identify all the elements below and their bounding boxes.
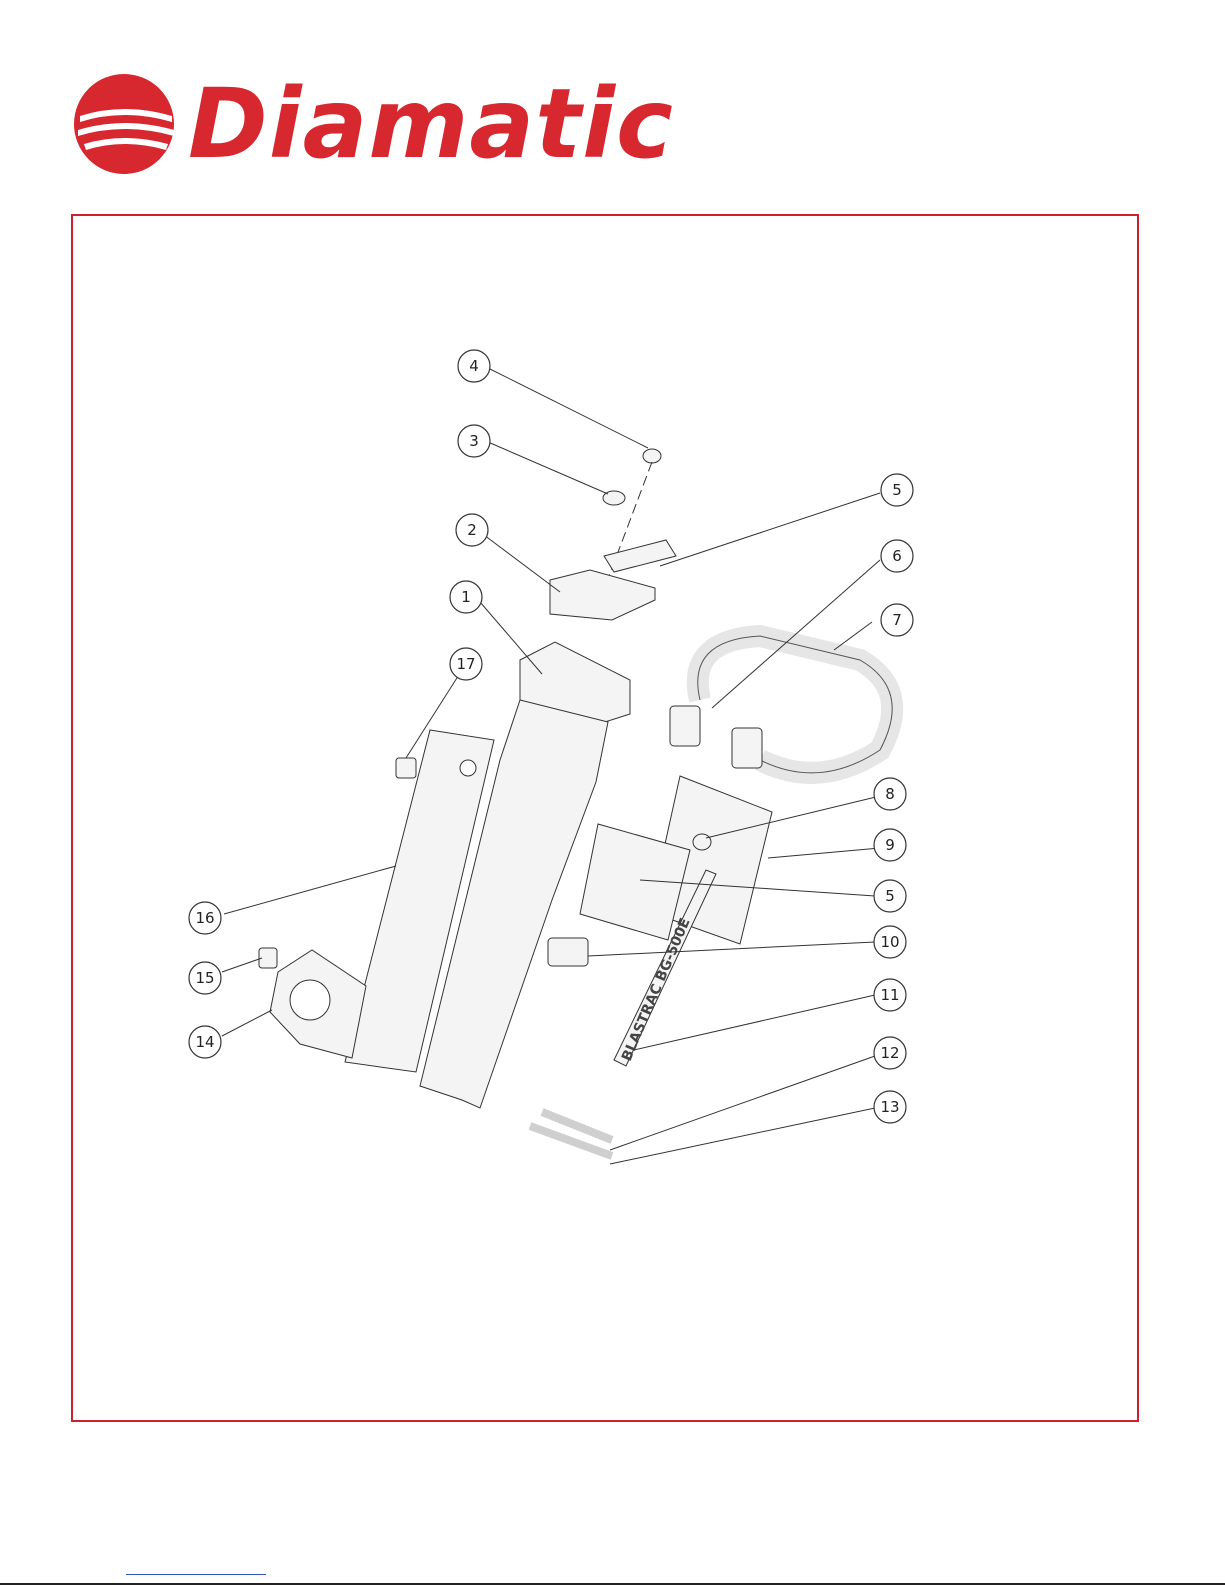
callout-label: 6 <box>892 547 902 565</box>
callout-label: 5 <box>892 481 902 499</box>
callout-label: 9 <box>885 836 895 854</box>
callout-label: 8 <box>885 785 895 803</box>
part-bracket-6a <box>670 706 700 746</box>
callout-label: 12 <box>880 1044 899 1062</box>
callout-label: 10 <box>880 933 899 951</box>
part-switch-5-top <box>604 540 676 572</box>
part-bracket-6b <box>732 728 762 768</box>
callout-label: 17 <box>456 655 475 673</box>
callout-label: 14 <box>195 1033 214 1051</box>
part-label-lettering: BLASTRAC BG-500E <box>619 916 694 1064</box>
callout-label: 7 <box>892 611 902 629</box>
part-knob-17 <box>396 758 416 778</box>
part-knob-4 <box>643 449 661 463</box>
callout-label: 2 <box>467 521 477 539</box>
callout-label: 11 <box>880 986 899 1004</box>
part-knob-8 <box>693 834 711 850</box>
callout-label: 15 <box>195 969 214 987</box>
callout-label: 5 <box>885 887 895 905</box>
callout-label: 16 <box>195 909 214 927</box>
footer-link-underline[interactable] <box>126 1574 266 1575</box>
callout-label: 13 <box>880 1098 899 1116</box>
part-bracket-10 <box>548 938 588 966</box>
callout-label: 4 <box>469 357 479 375</box>
part-plate-2 <box>550 570 655 620</box>
callout-label: 1 <box>461 588 471 606</box>
part-handle-7 <box>698 636 892 773</box>
svg-text:BLASTRAC BG-500E: BLASTRAC BG-500E <box>619 916 694 1064</box>
callout-label: 3 <box>469 432 479 450</box>
